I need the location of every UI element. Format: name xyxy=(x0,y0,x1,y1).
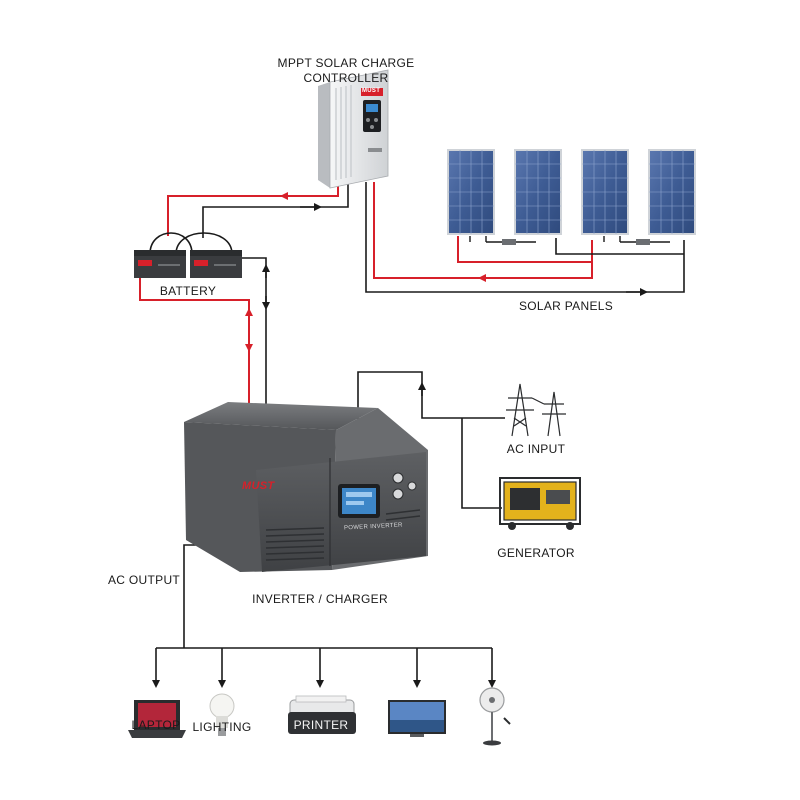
power-tower-icon xyxy=(506,383,566,437)
inverter-label: INVERTER / CHARGER xyxy=(252,592,388,606)
mppt-controller-icon xyxy=(318,69,389,189)
inverter-brand: MUST xyxy=(242,480,275,492)
laptop-icon xyxy=(128,700,186,738)
tv-icon xyxy=(388,700,446,737)
wire-solar-positive xyxy=(373,182,593,282)
ac-output-label: AC OUTPUT xyxy=(108,573,181,587)
lighting-label: LIGHTING xyxy=(192,720,252,734)
laptop-label: LAPTOP xyxy=(131,718,181,732)
wire-solar-negative xyxy=(365,182,685,296)
fan-icon xyxy=(479,687,511,746)
inverter-icon xyxy=(184,402,428,572)
wire-controller-battery-negative xyxy=(202,182,349,238)
wire-battery-inverter-negative xyxy=(240,257,270,408)
wire-ac-input xyxy=(357,371,505,509)
battery-label: BATTERY xyxy=(159,284,217,298)
controller-label-line1: MPPT SOLAR CHARGE xyxy=(277,56,415,70)
light-bulb-icon xyxy=(209,693,235,736)
battery-icon xyxy=(134,232,242,278)
wire-controller-battery-positive xyxy=(167,182,339,236)
solar-panels-label: SOLAR PANELS xyxy=(518,299,614,313)
generator-label: GENERATOR xyxy=(497,546,575,560)
printer-label: PRINTER xyxy=(293,718,349,732)
controller-label-line2: CONTROLLER xyxy=(303,71,389,85)
controller-brand: MUST xyxy=(362,88,381,94)
ac-input-label: AC INPUT xyxy=(506,442,566,456)
printer-icon xyxy=(288,695,356,734)
solar-panel-icon xyxy=(447,149,696,245)
generator-icon xyxy=(499,477,581,530)
wire-battery-inverter-positive xyxy=(139,276,253,410)
